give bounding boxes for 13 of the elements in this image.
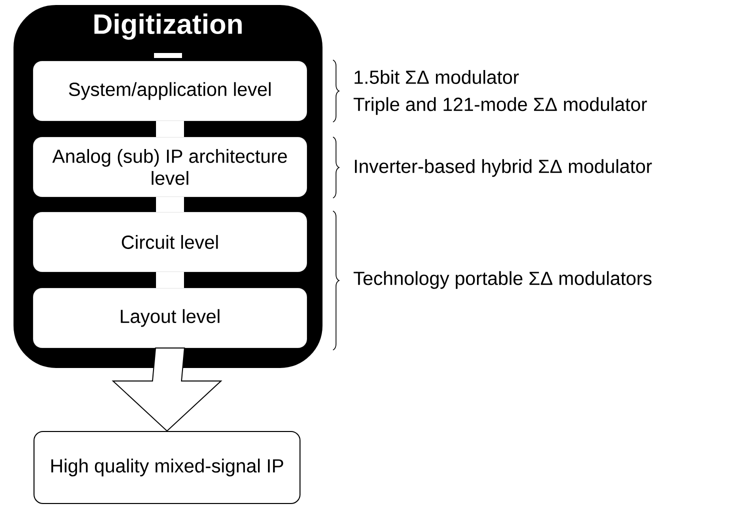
connector-bar [156,121,184,137]
connector-bar [156,272,184,288]
level-box: High quality mixed-signal IP [34,431,300,504]
annotation-text: Technology portable ΣΔ modulators [354,271,652,289]
annotation-text: Triple and 121-mode ΣΔ modulator [354,97,647,115]
block-arrow [112,348,222,432]
connector-bar [156,197,184,212]
annotation-text: Inverter-based hybrid ΣΔ modulator [354,159,652,177]
level-box: System/application level [32,60,308,122]
level-box: Analog (sub) IP architecture level [32,136,308,198]
annotation-text: 1.5bit ΣΔ modulator [354,70,519,84]
level-box: Layout level [32,288,308,348]
level-box: Circuit level [32,212,308,272]
